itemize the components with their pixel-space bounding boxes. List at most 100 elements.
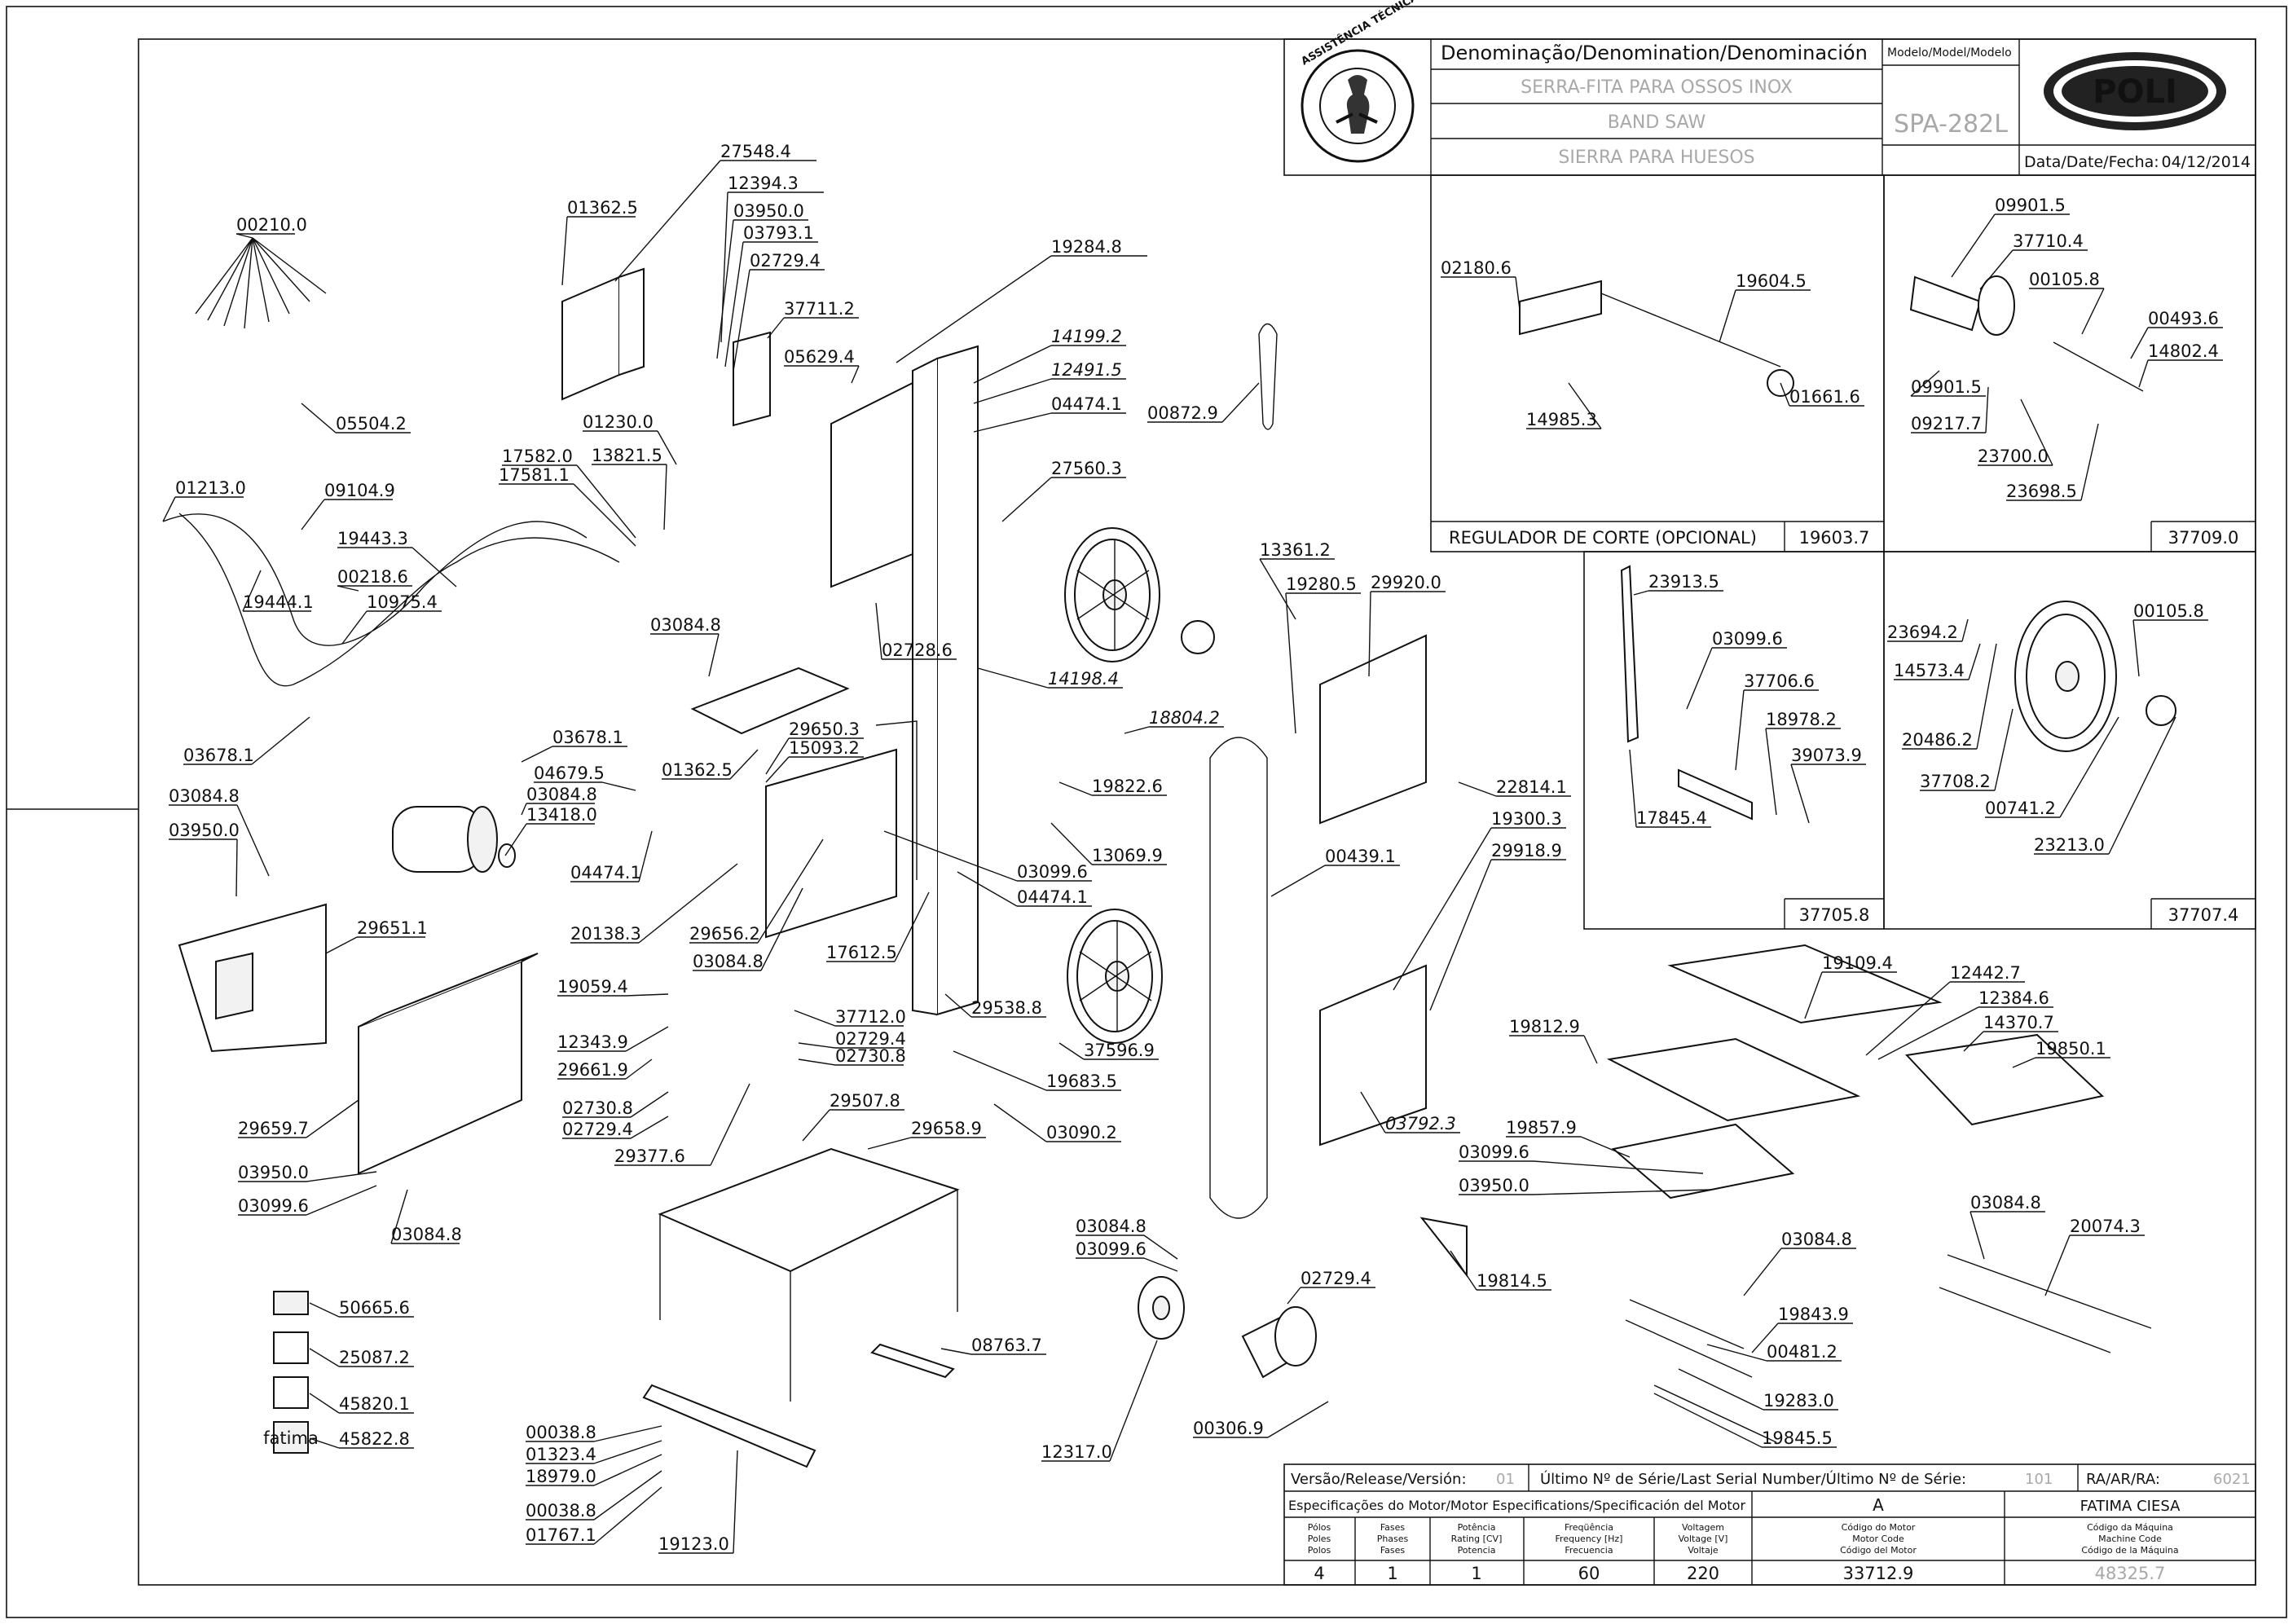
callout-leader-line: [2108, 716, 2176, 855]
callout-leader-line: [798, 1042, 836, 1049]
callout-leader-line: [724, 241, 744, 367]
part-number-label: 19604.5: [1736, 271, 1807, 291]
part-number-label: 01661.6: [1789, 387, 1860, 407]
callout-leader-line: [2138, 359, 2149, 388]
callout-leader-line: [1360, 1091, 1386, 1133]
callout-leader-line: [1706, 1344, 1767, 1362]
regulator-caption: REGULADOR DE CORTE (OPCIONAL): [1449, 528, 1757, 548]
wire-terminals-icon: [195, 237, 327, 329]
part-number-label: 14199.2: [1051, 327, 1122, 346]
part-number-label: 19850.1: [2036, 1039, 2106, 1058]
part-number-label: 09104.9: [324, 481, 395, 500]
part-number-label: 03084.8: [693, 952, 764, 971]
callout-leader-line: [1368, 591, 1371, 677]
part-number-label: 39073.9: [1791, 746, 1862, 765]
part-number-label: 23694.2: [1887, 623, 1958, 642]
callout-leader-line: [1686, 647, 1713, 710]
callout-leader-line: [593, 1440, 662, 1464]
part-number-label: 00210.0: [236, 215, 307, 235]
part-number-label: 37596.9: [1084, 1041, 1155, 1060]
motor-icon: [392, 806, 516, 873]
part-number-label: fatima: [263, 1428, 319, 1448]
callout-leader-line: [973, 345, 1052, 384]
part-number-label: 00105.8: [2133, 601, 2204, 621]
callout-leader-line: [1719, 289, 1736, 343]
date-label: Data/Date/Fecha:: [2024, 153, 2159, 171]
callout-leader-line: [573, 483, 636, 547]
date-value: 04/12/2014: [2161, 153, 2251, 171]
callout-leader-line: [301, 403, 337, 434]
part-number-label: 17581.1: [499, 465, 570, 485]
upper-wheel-icon: [1064, 527, 1215, 662]
callout-leader-line: [235, 838, 238, 897]
part-number-label: 03090.2: [1046, 1123, 1117, 1142]
part-number-label: 03950.0: [238, 1163, 309, 1182]
part-number-label: 12394.3: [728, 174, 799, 193]
box-code-37705: 37705.8: [1799, 905, 1870, 925]
poli-logo-icon: [2044, 52, 2226, 130]
callout-leader-line: [593, 1454, 662, 1486]
part-number-label: 29538.8: [971, 998, 1042, 1018]
part-number-label: 02729.4: [1301, 1269, 1371, 1288]
part-number-label: 00741.2: [1985, 799, 2056, 818]
denomination-header: Denominação/Denomination/Denominación: [1441, 42, 1868, 64]
part-number-label: 03084.8: [1076, 1217, 1146, 1236]
callout-leader-line: [1963, 1031, 1984, 1052]
callout-leader-line: [1143, 1257, 1178, 1272]
poles-value: 4: [1314, 1564, 1324, 1583]
part-number-label: 29658.9: [911, 1119, 982, 1138]
part-number-label: 13361.2: [1260, 540, 1331, 560]
part-number-label: 02728.6: [882, 640, 953, 660]
part-number-label: 04474.1: [1051, 394, 1122, 414]
part-number-label: 19443.3: [337, 529, 408, 548]
callout-leader-line: [657, 430, 677, 465]
part-number-label: 03099.6: [1459, 1142, 1529, 1162]
power-value: 1: [1471, 1564, 1481, 1583]
callout-leader-line: [798, 1058, 836, 1066]
part-number-label: 03084.8: [169, 786, 240, 806]
box-code-37707: 37707.4: [2168, 905, 2239, 925]
callout-leader-line: [1910, 370, 1940, 397]
part-number-label: 12343.9: [557, 1032, 628, 1052]
part-number-label: 01323.4: [526, 1445, 596, 1464]
part-number-label: 00218.6: [337, 567, 408, 587]
part-number-label: 29920.0: [1371, 573, 1441, 592]
voltage-value: 220: [1687, 1564, 1719, 1583]
part-number-label: 01213.0: [175, 478, 246, 498]
callout-leader-line: [1515, 276, 1521, 310]
part-number-label: 00105.8: [2029, 270, 2100, 289]
part-number-label: 23698.5: [2006, 482, 2077, 501]
saw-blade-loop-icon: [1209, 737, 1268, 1219]
part-number-label: 13821.5: [592, 446, 662, 465]
callout-leader-line: [1050, 822, 1093, 865]
motor-letter: A: [1873, 1495, 1884, 1515]
callout-leader-line: [1790, 764, 1810, 824]
part-number-label: 45820.1: [339, 1394, 410, 1414]
part-number-label: 05629.4: [784, 347, 855, 367]
callout-leader-line: [301, 499, 325, 530]
machine-code-value: 48325.7: [2095, 1564, 2166, 1583]
callout-leader-line: [1270, 865, 1326, 897]
callout-leader-line: [2059, 716, 2119, 818]
callout-leader-line: [1533, 1160, 1704, 1174]
part-number-label: 27548.4: [720, 142, 791, 161]
callout-leader-line: [957, 871, 1018, 907]
part-number-label: 00306.9: [1193, 1419, 1264, 1438]
part-number-label: 03792.3: [1385, 1114, 1456, 1133]
version-label: Versão/Release/Versión:: [1291, 1471, 1467, 1488]
part-number-label: 02729.4: [750, 251, 821, 271]
part-number-label: 03084.8: [526, 785, 597, 804]
part-number-label: 27560.3: [1051, 459, 1122, 478]
callout-leader-line: [561, 216, 568, 286]
part-number-label: 13069.9: [1092, 846, 1163, 865]
callout-leader-line: [306, 1099, 359, 1138]
part-number-label: 17845.4: [1636, 808, 1707, 828]
regulator-code: 19603.7: [1799, 528, 1870, 548]
serial-label: Último Nº de Série/Last Serial Number/Úl…: [1540, 1470, 1966, 1488]
part-number-label: 29659.7: [238, 1119, 309, 1138]
part-number-label: 03950.0: [733, 201, 804, 221]
part-number-label: 03084.8: [391, 1225, 462, 1244]
